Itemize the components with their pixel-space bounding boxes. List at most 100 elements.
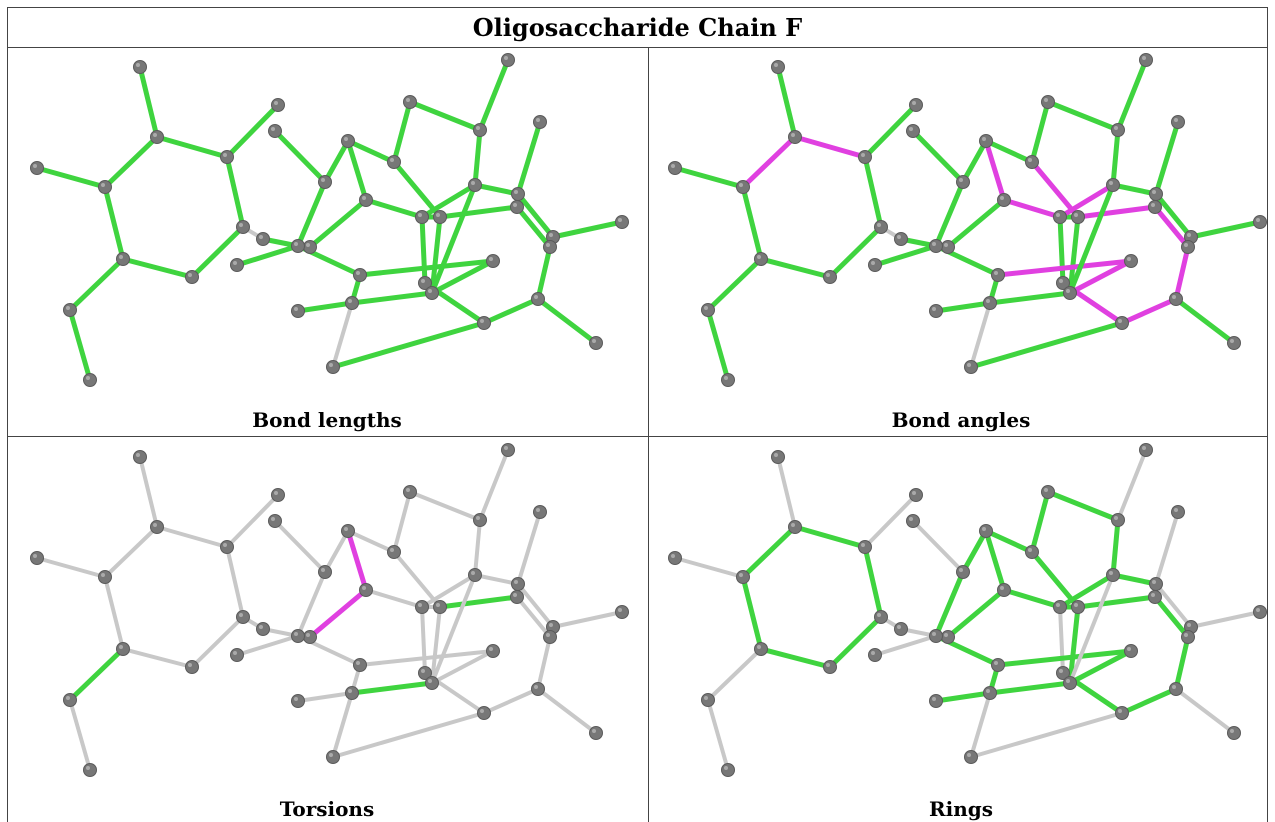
torsions-atom-36 [230, 648, 244, 662]
bond-angles-atom-27 [1115, 316, 1129, 330]
rings-atom-highlight-27 [1118, 709, 1122, 713]
bond-angles-bond-34 [1001, 197, 1063, 220]
bond-lengths-bond-45 [429, 214, 443, 296]
torsions-bond-46 [420, 605, 427, 675]
bond-lengths-bond-48 [330, 320, 487, 370]
torsions-atom-highlight-34 [306, 633, 310, 637]
bond-angles-atom-highlight-37 [897, 235, 901, 239]
bond-angles-atom-5 [736, 180, 750, 194]
torsions-atom-highlight-1 [153, 523, 157, 527]
bond-angles-bond-0 [775, 64, 798, 140]
torsions-atom-highlight-37 [259, 625, 263, 629]
bond-lengths-atom-18 [533, 115, 547, 129]
bond-angles-atom-highlight-22 [1256, 218, 1260, 222]
rings-atom-highlight-0 [774, 453, 778, 457]
bond-angles-atom-38 [991, 268, 1005, 282]
bond-angles-atom-highlight-12 [959, 178, 963, 182]
torsions-bond-9 [67, 646, 126, 703]
bond-angles-bond-14 [1029, 99, 1051, 165]
bond-angles-atom-highlight-15 [1044, 98, 1048, 102]
bond-lengths-atom-highlight-21 [513, 203, 517, 207]
bond-lengths-atom-40 [291, 304, 305, 318]
bond-lengths-atom-highlight-20 [514, 190, 518, 194]
rings-atom-21 [1148, 590, 1162, 604]
rings-bond-25 [1174, 687, 1236, 735]
bond-lengths-atom-highlight-26 [592, 339, 596, 343]
bond-lengths-bond-38 [234, 243, 301, 268]
rings-atom-highlight-21 [1151, 593, 1155, 597]
torsions-atom-highlight-3 [274, 491, 278, 495]
torsions-atom-24 [543, 630, 557, 644]
torsions-bond-2 [225, 493, 280, 549]
bond-angles-atom-highlight-20 [1152, 190, 1156, 194]
rings-atom-highlight-18 [1174, 508, 1178, 512]
torsions-atom-10 [83, 763, 97, 777]
rings-atom-highlight-22 [1256, 608, 1260, 612]
panel-torsions [30, 443, 629, 777]
rings-bond-49 [969, 691, 992, 759]
rings-atom-3 [909, 488, 923, 502]
torsions-atom-7 [185, 660, 199, 674]
bond-angles-atom-highlight-10 [724, 376, 728, 380]
bond-lengths-bond-51 [429, 182, 478, 296]
rings-atom-12 [956, 565, 970, 579]
bond-angles-atom-highlight-30 [1127, 257, 1131, 261]
bond-angles-atom-18 [1171, 115, 1185, 129]
bond-lengths-bond-6 [224, 154, 246, 230]
bond-lengths-atom-highlight-31 [436, 213, 440, 217]
bond-angles-bond-48 [968, 320, 1125, 370]
rings-atom-highlight-4 [671, 554, 675, 558]
rings-bond-16 [1116, 448, 1148, 522]
bond-angles-atom-highlight-40 [932, 307, 936, 311]
bond-lengths-atom-27 [477, 316, 491, 330]
bond-angles-bond-19 [1110, 182, 1159, 197]
figure-title: Oligosaccharide Chain F [7, 7, 1268, 47]
torsions-atom-0 [133, 450, 147, 464]
rings-atom-18 [1171, 505, 1185, 519]
torsions-bond-21 [516, 582, 555, 629]
rings-atom-highlight-17 [1142, 446, 1146, 450]
rings-bond-5 [740, 574, 764, 652]
torsions-bond-14 [392, 490, 412, 554]
bond-lengths-atom-highlight-11 [271, 127, 275, 131]
rings-bond-7 [827, 614, 884, 670]
rings-bond-45 [1067, 604, 1081, 686]
bond-lengths-atom-highlight-2 [223, 153, 227, 157]
rings-atom-5 [736, 570, 750, 584]
bond-lengths-bond-13 [345, 138, 397, 165]
bond-lengths-bond-3 [34, 165, 108, 190]
bond-angles-bond-25 [1173, 296, 1237, 346]
torsions-bond-3 [35, 556, 107, 579]
torsions-atom-29 [425, 676, 439, 690]
rings-atom-15 [1041, 485, 1055, 499]
torsions-atom-highlight-8 [119, 645, 123, 649]
rings-atom-35 [929, 629, 943, 643]
rings-bond-22 [1152, 594, 1191, 640]
torsions-atom-highlight-12 [321, 568, 325, 572]
rings-bond-51 [1068, 573, 1115, 685]
bond-angles-atom-8 [754, 252, 768, 266]
rings-bond-47 [995, 648, 1134, 668]
rings-atom-22 [1253, 605, 1267, 619]
bond-lengths-atom-41 [326, 360, 340, 374]
bond-lengths-bond-21 [515, 191, 556, 240]
bond-lengths-atom-34 [303, 240, 317, 254]
torsions-bond-33 [345, 528, 369, 593]
torsions-atom-highlight-29 [428, 679, 432, 683]
bond-lengths-bond-49 [331, 301, 354, 369]
bond-lengths-atom-2 [220, 150, 234, 164]
torsions-atom-highlight-20 [514, 580, 518, 584]
bond-lengths-atom-highlight-1 [153, 133, 157, 137]
bond-angles-bond-12 [960, 138, 989, 185]
torsions-atom-highlight-23 [549, 623, 553, 627]
torsions-atom-30 [486, 644, 500, 658]
bond-lengths-atom-highlight-0 [136, 63, 140, 67]
rings-atom-highlight-15 [1044, 488, 1048, 492]
bond-lengths-atom-17 [501, 53, 515, 67]
rings-atom-highlight-13 [982, 527, 986, 531]
rings-atom-40 [929, 694, 943, 708]
rings-bond-33 [983, 528, 1007, 593]
bond-lengths-bond-29 [429, 258, 496, 296]
bond-angles-bond-8 [758, 256, 833, 280]
bond-lengths-atom-highlight-9 [66, 306, 70, 310]
